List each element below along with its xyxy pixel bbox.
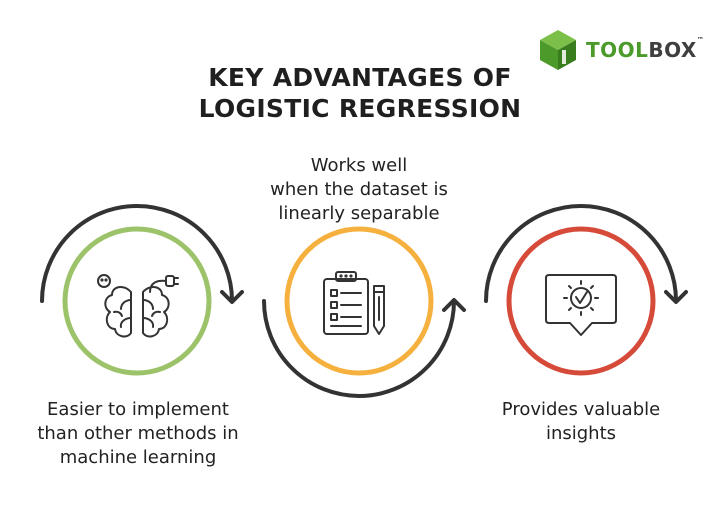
caption-1-line-3: machine learning — [59, 447, 217, 468]
arrowhead-3 — [664, 290, 688, 304]
caption-1: Easier to implement than other methods i… — [22, 398, 254, 470]
caption-2: Works well when the dataset is linearly … — [244, 154, 474, 226]
caption-1-line-2: than other methods in — [37, 423, 239, 444]
flow-arrow-3 — [484, 204, 678, 303]
arrowhead-1 — [220, 290, 244, 304]
logo-word-tool: TOOL — [586, 38, 649, 62]
caption-1-line-1: Easier to implement — [47, 399, 229, 420]
brain-plug-icon — [97, 274, 179, 338]
caption-2-line-1: Works well — [310, 155, 408, 176]
caption-3-line-2: insights — [545, 423, 617, 444]
flow-arrow-1 — [40, 204, 234, 303]
logo-word-box: BOX — [648, 38, 697, 62]
logo-wordmark: TOOLBOX™ — [586, 36, 705, 62]
ring-1 — [62, 226, 212, 376]
arrowhead-2 — [442, 298, 466, 312]
caption-3-line-1: Provides valuable — [501, 399, 661, 420]
title-line-1: KEY ADVANTAGES OF — [208, 63, 512, 92]
caption-3: Provides valuable insights — [472, 398, 690, 446]
logo-trademark: ™ — [696, 36, 705, 44]
caption-2-line-2: when the dataset is — [270, 179, 448, 200]
caption-2-line-3: linearly separable — [278, 203, 440, 224]
clipboard-checklist-icon — [323, 271, 385, 335]
title-line-2: LOGISTIC REGRESSION — [198, 94, 522, 123]
flow-arrow-2 — [262, 299, 456, 398]
page-title: KEY ADVANTAGES OF LOGISTIC REGRESSION — [170, 62, 550, 124]
lightbulb-speech-icon — [545, 274, 617, 336]
ring-2 — [284, 226, 434, 376]
cube-icon — [540, 30, 576, 70]
toolbox-logo — [540, 30, 576, 70]
